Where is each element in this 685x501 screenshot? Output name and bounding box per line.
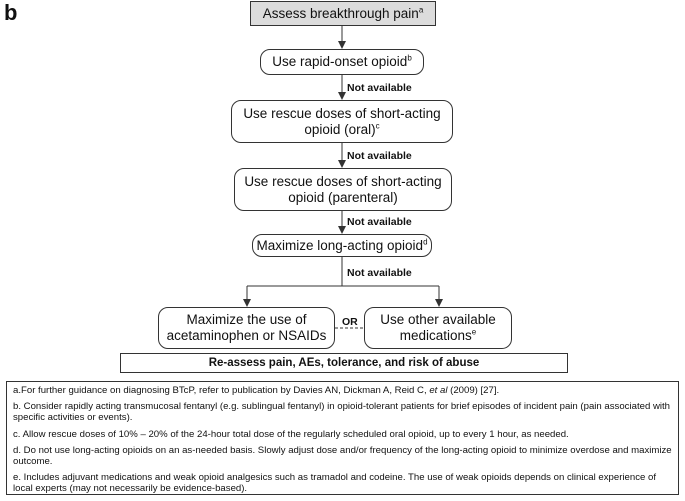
rapid-label: Use rapid-onset opioidb (272, 53, 412, 69)
or-label: OR (342, 316, 358, 328)
footnote-e: e. Includes adjuvant medications and wea… (13, 472, 657, 495)
not-available-label-2: Not available (347, 150, 412, 162)
footnote-b: b. Consider rapidly acting transmucosal … (13, 401, 671, 424)
assess-label: Assess breakthrough paina (262, 5, 424, 21)
assess-breakthrough-pain-node: Assess breakthrough paina (250, 1, 436, 26)
footnote-a: a.For further guidance on diagnosing BTc… (13, 385, 500, 396)
footnotes-box: a.For further guidance on diagnosing BTc… (6, 381, 679, 495)
reassess-node: Re-assess pain, AEs, tolerance, and risk… (120, 353, 568, 373)
footnote-d: d. Do not use long-acting opioids on an … (13, 444, 672, 468)
panel-letter: b (4, 0, 18, 25)
not-available-label-1: Not available (347, 82, 412, 94)
long-acting-opioid-node: Maximize long-acting opioidd (252, 234, 432, 257)
longacting-label: Maximize long-acting opioidd (256, 237, 428, 253)
not-available-label-3: Not available (347, 216, 412, 228)
rapid-onset-opioid-node: Use rapid-onset opioidb (260, 49, 424, 75)
not-available-label-4: Not available (347, 267, 412, 279)
reassess-label: Re-assess pain, AEs, tolerance, and risk… (208, 357, 480, 369)
footnote-c: c. Allow rescue doses of 10% – 20% of th… (13, 428, 569, 440)
